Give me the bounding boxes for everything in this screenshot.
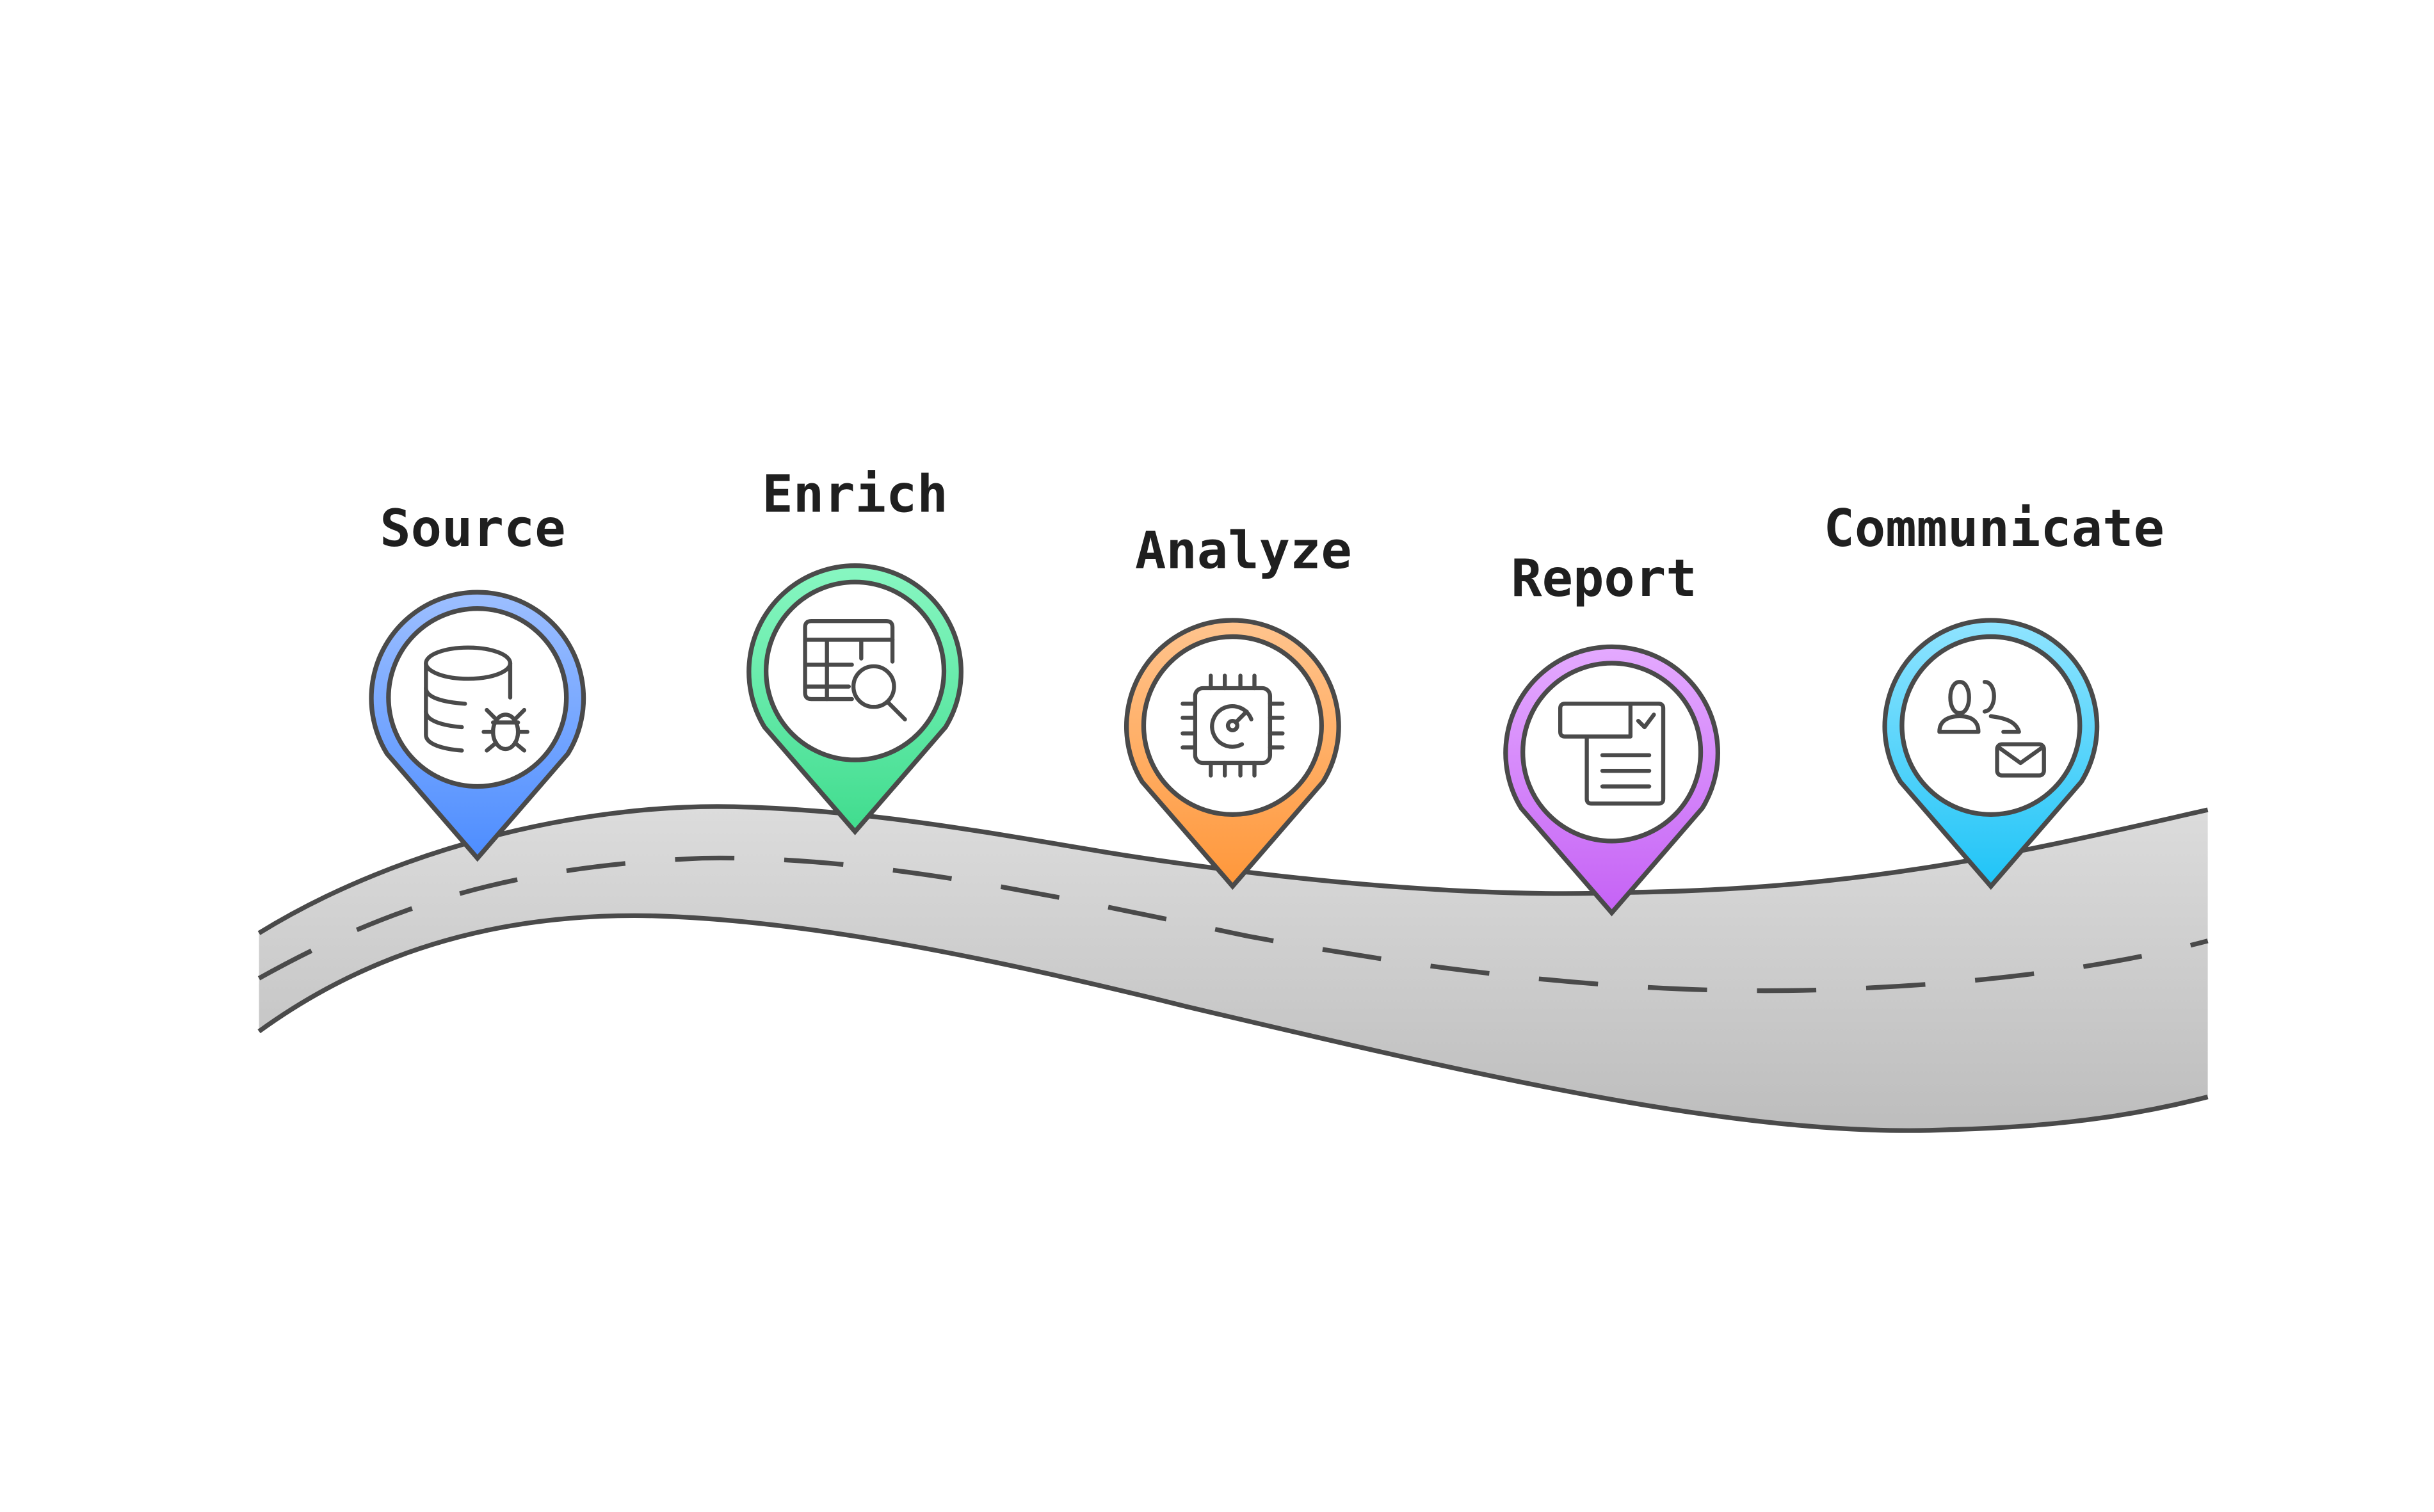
road [257,804,2209,1133]
step-label: Enrich [762,464,947,524]
step-communicate: Communicate [1823,498,2164,890]
step-report: Report [1503,548,1720,917]
chip-gauge-icon [1181,673,1285,778]
road-bottom-edge [257,913,2209,1133]
step-analyze: Analyze [1124,520,1352,890]
table-search-icon [803,619,907,721]
step-label: Report [1511,548,1697,608]
step-label: Source [380,498,565,558]
users-mail-icon [1937,680,2046,778]
step-source: Source [369,498,586,862]
database-bug-icon [424,645,529,753]
map-pin-communicate [1882,618,2100,890]
map-pin-source [369,590,586,862]
road-surface [259,806,2208,1131]
map-pin-enrich [746,563,963,835]
report-document-icon [1558,702,1666,806]
step-label: Communicate [1823,498,2164,558]
map-pin-analyze [1124,618,1341,890]
road-top-edge [257,804,2209,935]
step-enrich: Enrich [746,464,963,835]
road-center-dashes [257,855,2209,993]
map-pin-report [1503,644,1720,917]
step-label: Analyze [1135,520,1352,580]
